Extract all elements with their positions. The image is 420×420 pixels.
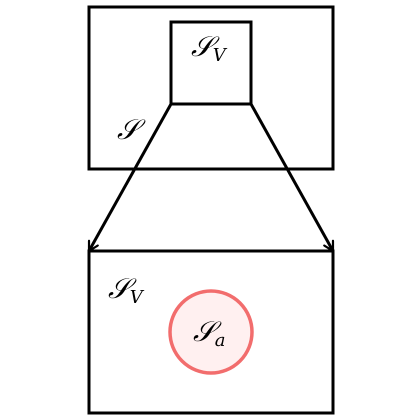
enlarged-sv-box (87, 249, 335, 415)
label-s-top-outer: 𝒮 (117, 113, 146, 146)
zoom-arrow-right (249, 103, 335, 251)
subset-sv-box (169, 20, 253, 106)
label-sv-bottom: 𝒮V (108, 272, 145, 308)
label-s-top-inner: 𝒮V (191, 30, 228, 66)
subset-sa-circle (168, 289, 254, 375)
set-s-box (87, 5, 335, 171)
zoom-arrow-left (87, 103, 173, 251)
